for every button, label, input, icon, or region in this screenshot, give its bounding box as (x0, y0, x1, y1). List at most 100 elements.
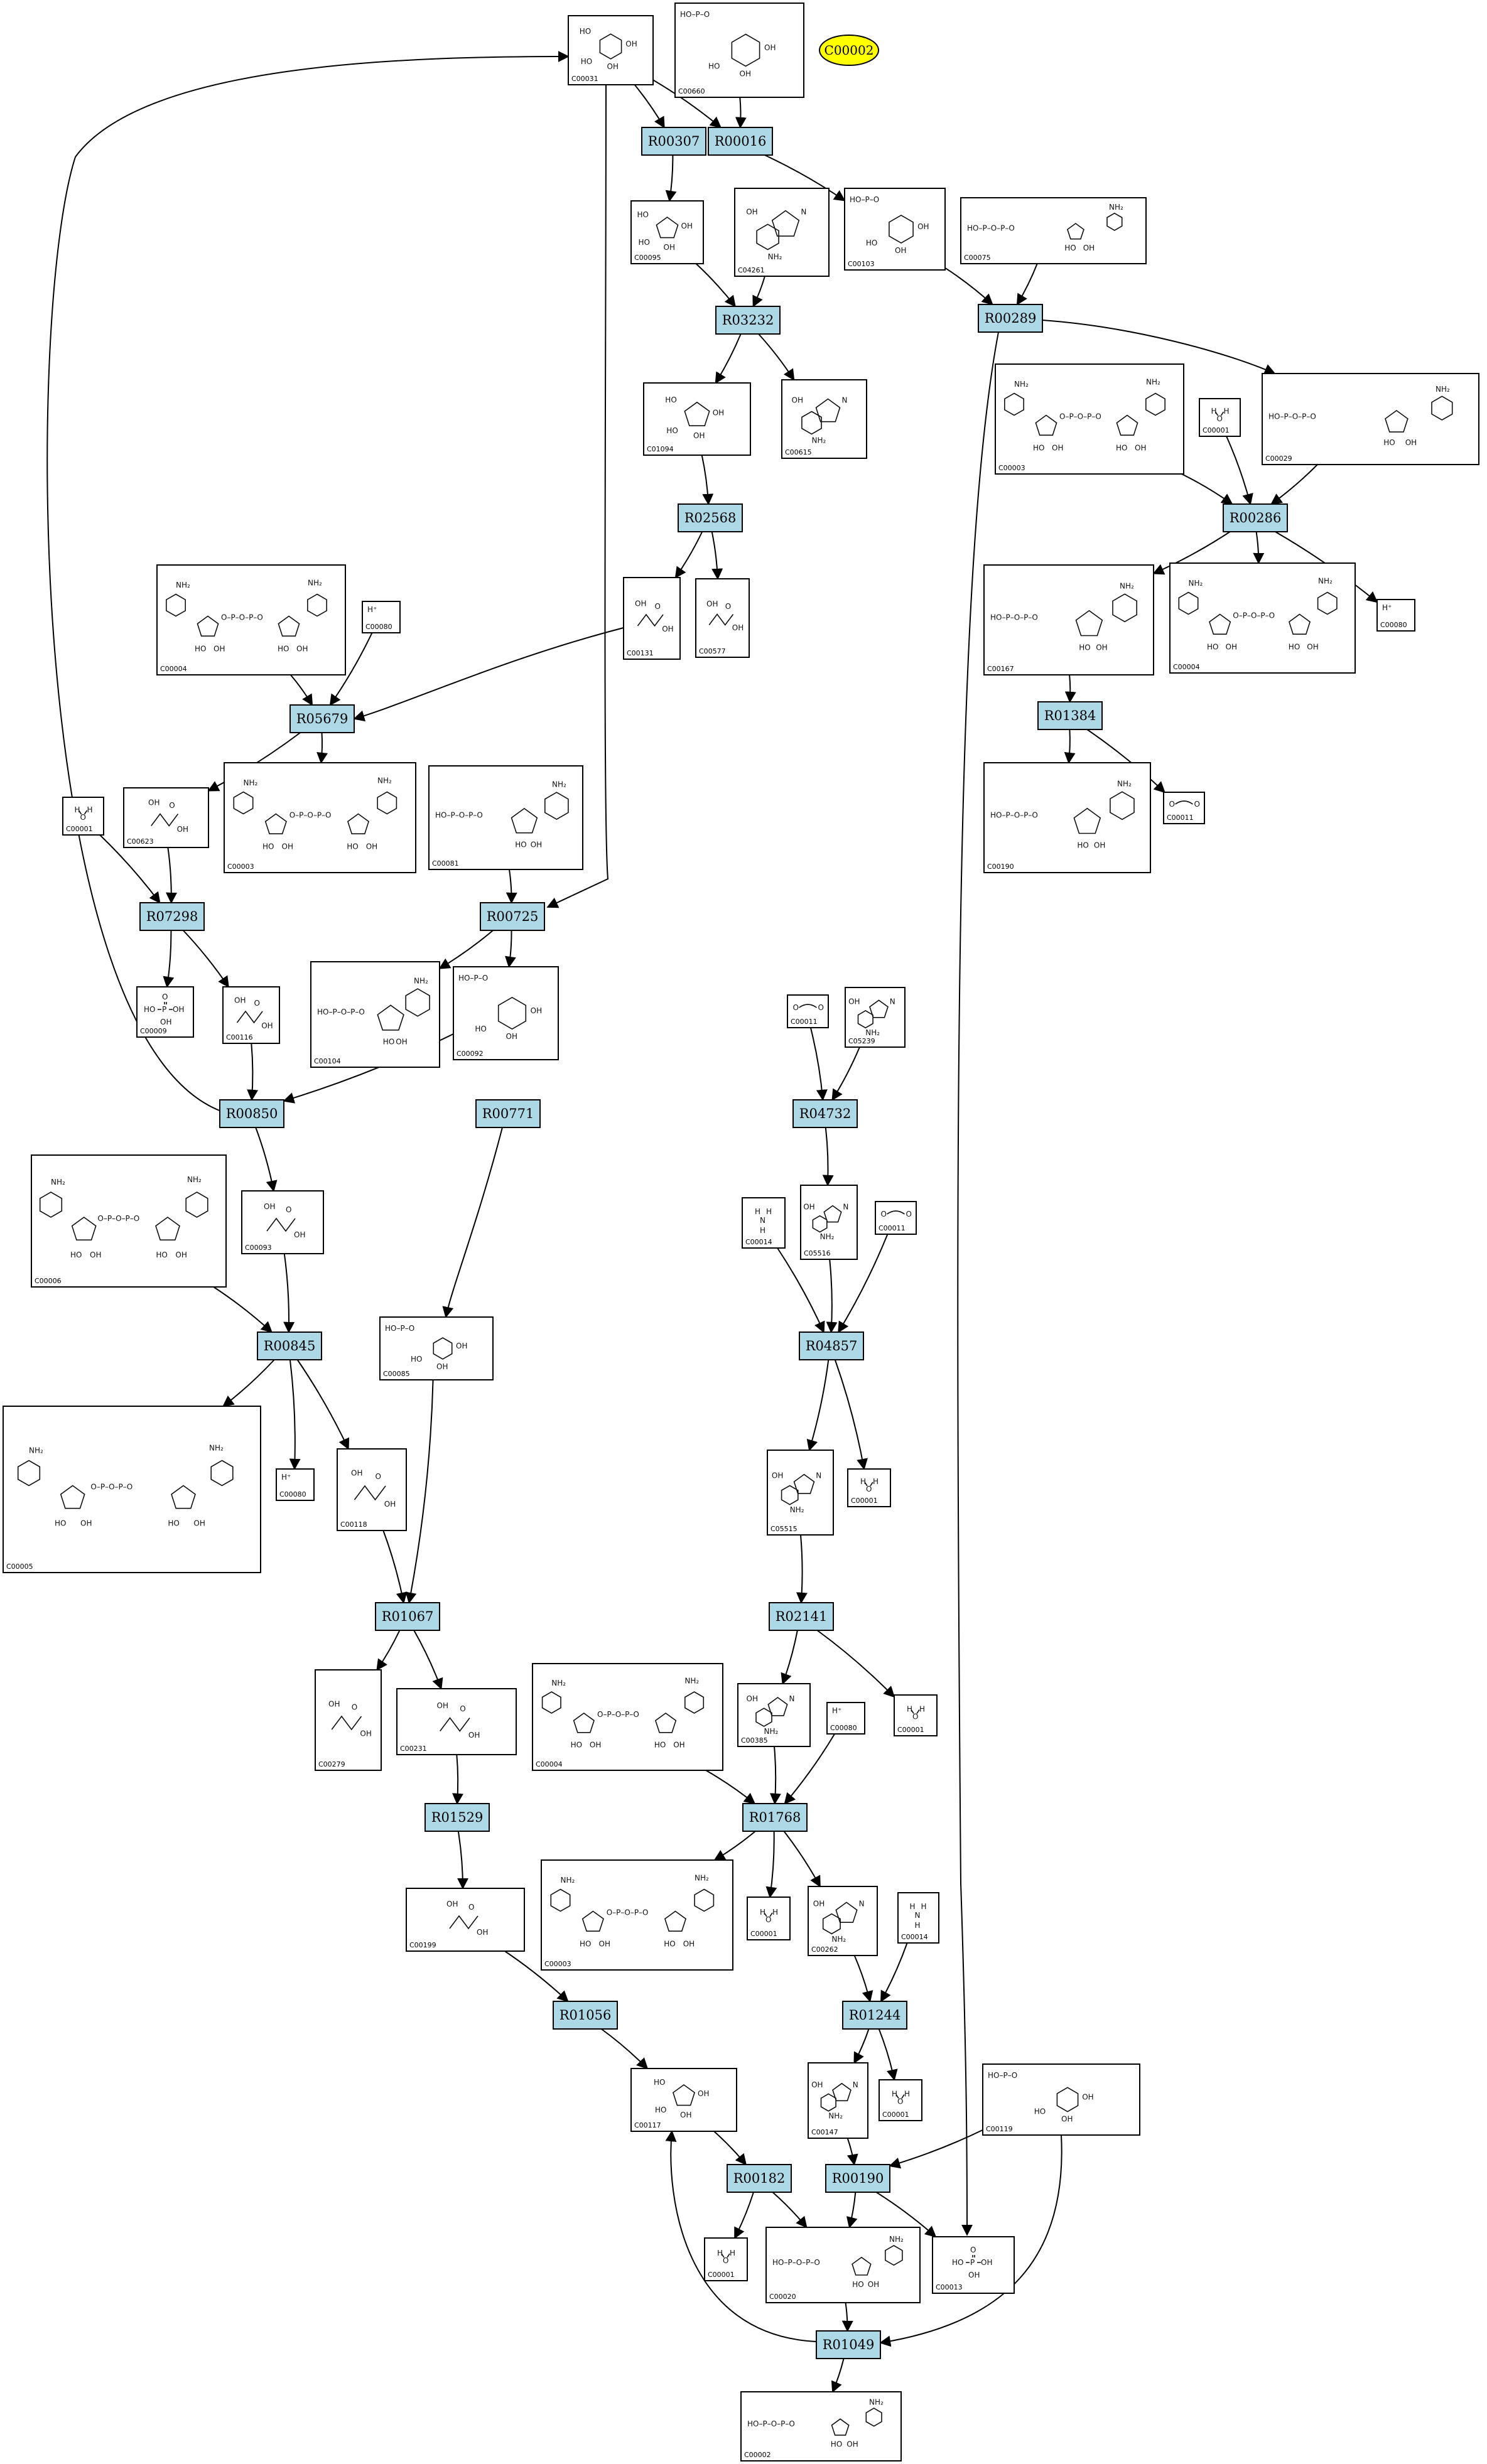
compound-id-label: C00190 (987, 863, 1014, 871)
reaction-r02568[interactable]: R02568 (678, 503, 743, 532)
compound-c00080[interactable]: H⁺C00080 (362, 601, 401, 633)
compound-box (532, 1663, 723, 1771)
reaction-r07298[interactable]: R07298 (139, 902, 205, 931)
structure-atom-label: OH (1096, 643, 1107, 652)
target-compound-marker[interactable]: C00002 (819, 35, 879, 66)
structure-atom-label: OH (477, 1928, 488, 1937)
compound-c00080[interactable]: H⁺C00080 (276, 1468, 315, 1501)
reaction-r00771[interactable]: R00771 (475, 1099, 541, 1128)
reaction-r04732[interactable]: R04732 (792, 1099, 858, 1128)
reaction-r00190[interactable]: R00190 (825, 2164, 890, 2193)
structure-atom-label: NH₂ (244, 778, 258, 787)
reaction-r01056[interactable]: R01056 (553, 2001, 618, 2030)
compound-c00080[interactable]: H⁺C00080 (826, 1702, 865, 1735)
structure-atom-label: OH (846, 2440, 858, 2449)
reaction-r00307[interactable]: R00307 (641, 127, 706, 156)
reaction-r00725[interactable]: R00725 (480, 902, 545, 931)
compound-box (643, 382, 751, 456)
reaction-r01768[interactable]: R01768 (742, 1803, 808, 1832)
reaction-r01067[interactable]: R01067 (375, 1602, 440, 1631)
reaction-r01244[interactable]: R01244 (842, 2001, 907, 2030)
structure-atom-label: NH₂ (1117, 780, 1132, 788)
reaction-r00289[interactable]: R00289 (978, 304, 1043, 333)
structure-atom-label: OH (264, 1202, 275, 1211)
compound-c00080[interactable]: H⁺C00080 (1376, 599, 1415, 632)
reaction-r04857[interactable]: R04857 (799, 1332, 864, 1360)
reaction-r00016[interactable]: R00016 (708, 127, 773, 156)
reaction-r00850[interactable]: R00850 (219, 1099, 284, 1128)
reaction-r02141[interactable]: R02141 (769, 1602, 834, 1631)
reaction-r03232[interactable]: R03232 (715, 306, 781, 335)
target-label: C00002 (825, 43, 874, 58)
compound-box (982, 2063, 1140, 2136)
reaction-r05679[interactable]: R05679 (289, 704, 355, 733)
reaction-r00845[interactable]: R00845 (257, 1332, 322, 1360)
reaction-r01529[interactable]: R01529 (424, 1803, 490, 1832)
reaction-r00182[interactable]: R00182 (727, 2164, 792, 2193)
structure-atom-label: N (843, 1203, 848, 1212)
reaction-label: R01768 (749, 1810, 801, 1825)
compound-box (767, 1450, 834, 1536)
reaction-r01384[interactable]: R01384 (1037, 701, 1103, 730)
reaction-r01049[interactable]: R01049 (816, 2330, 881, 2359)
reaction-r00286[interactable]: R00286 (1223, 503, 1288, 532)
